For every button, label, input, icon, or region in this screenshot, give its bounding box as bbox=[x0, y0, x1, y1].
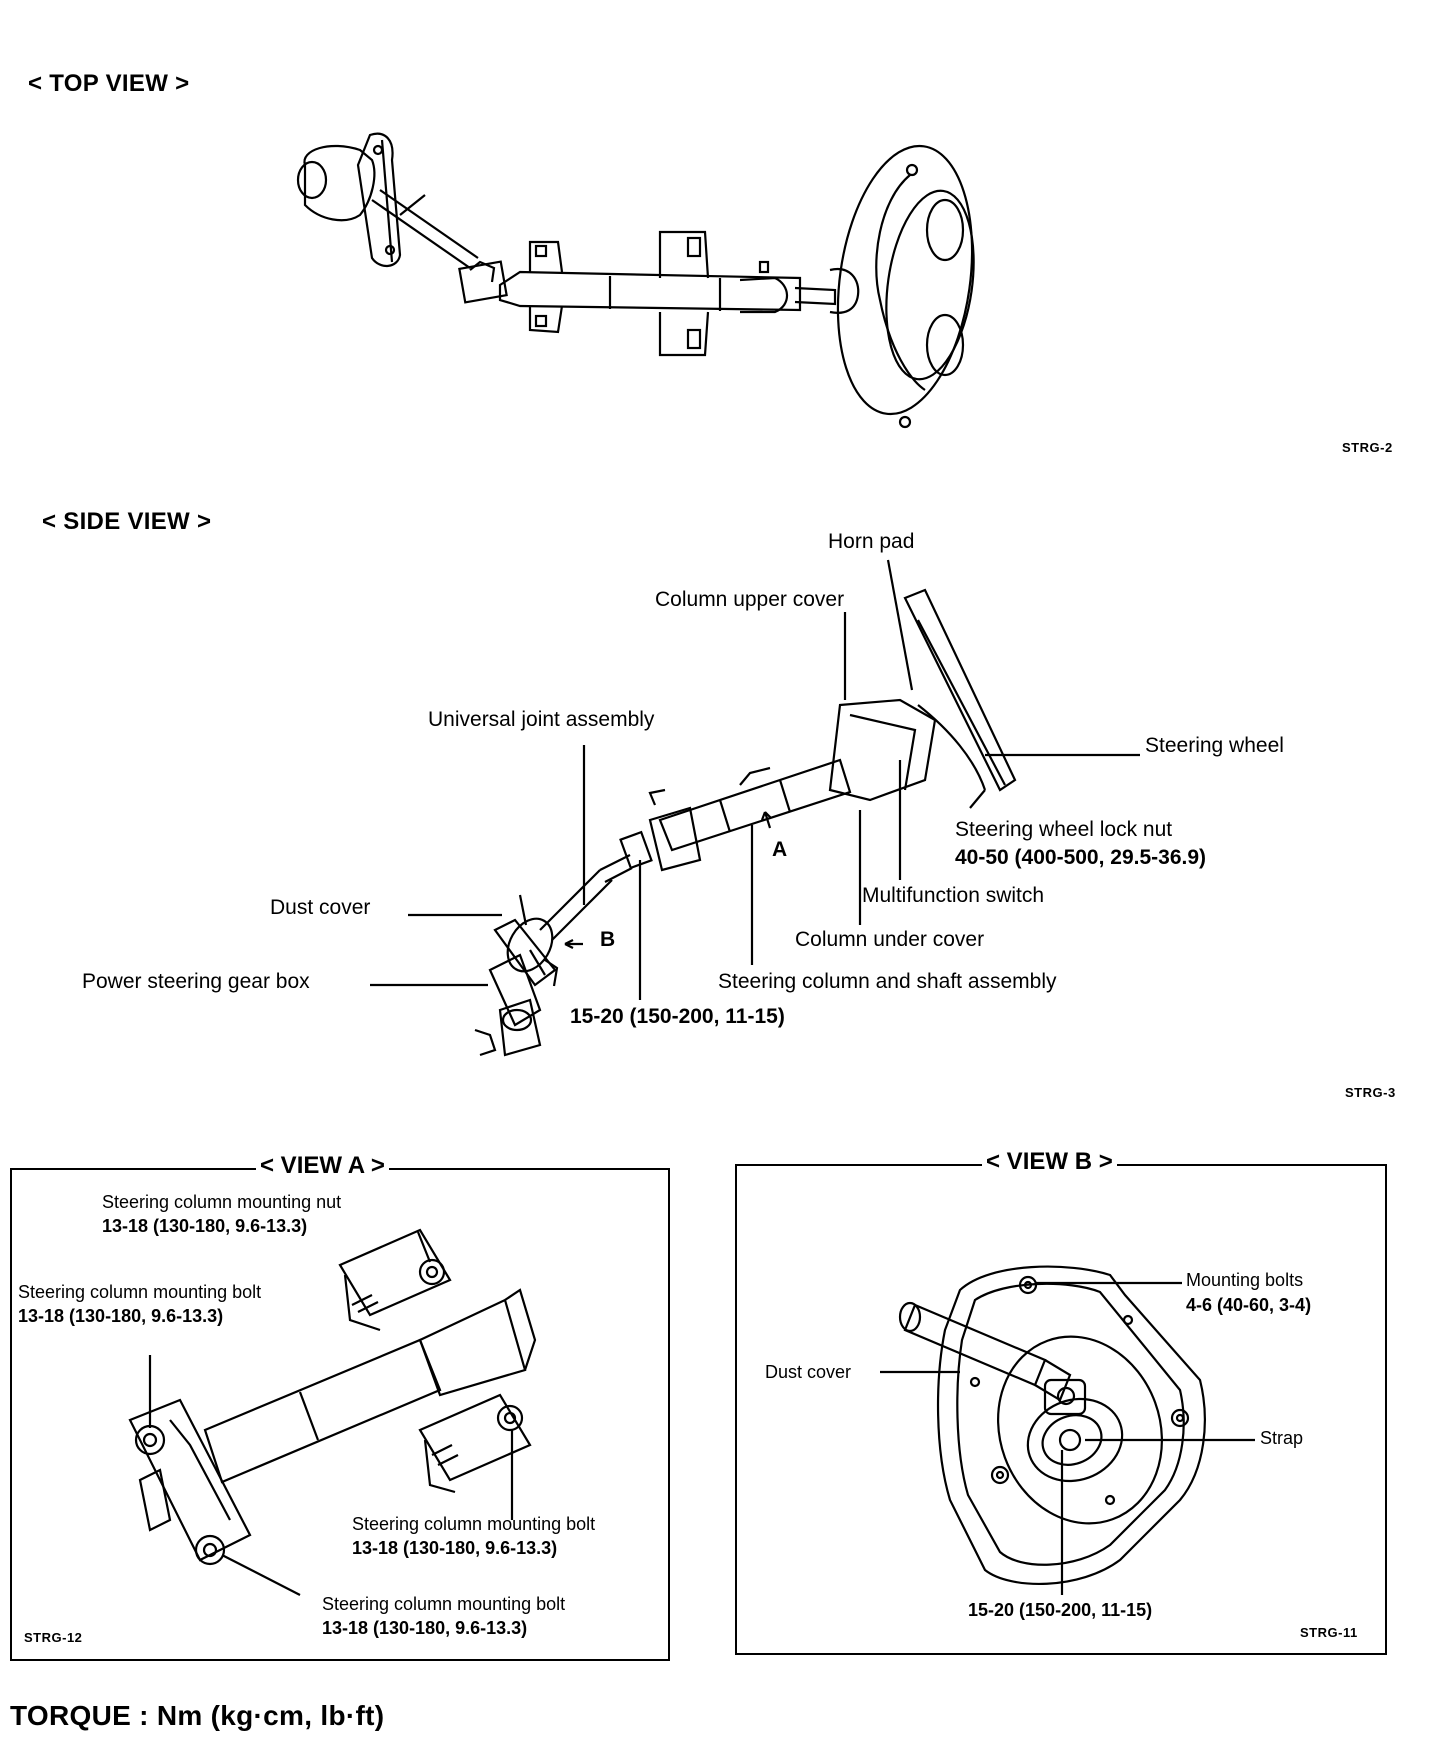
label-mount-bolt-left: Steering column mounting bolt bbox=[18, 1282, 262, 1302]
marker-a: A bbox=[772, 838, 788, 861]
side-view-code: STRG-3 bbox=[1345, 1085, 1396, 1100]
label-mount-bolt-left-torque: 13-18 (130-180, 9.6-13.3) bbox=[18, 1306, 224, 1326]
side-view-title: < SIDE VIEW > bbox=[42, 508, 212, 535]
view-a-code: STRG-12 bbox=[24, 1630, 83, 1645]
label-universal-joint: Universal joint assembly bbox=[428, 708, 655, 731]
label-dust-cover-side: Dust cover bbox=[270, 896, 371, 919]
side-view-illustration bbox=[370, 559, 1140, 1057]
view-a-title: < VIEW A > bbox=[256, 1152, 389, 1180]
label-lock-nut-torque: 40-50 (400-500, 29.5-36.9) bbox=[955, 846, 1207, 869]
label-horn-pad: Horn pad bbox=[828, 530, 915, 553]
label-strap: Strap bbox=[1260, 1428, 1304, 1448]
label-mount-nut: Steering column mounting nut bbox=[102, 1192, 342, 1212]
top-view-code: STRG-2 bbox=[1342, 440, 1393, 455]
label-mount-bolt-bottom: Steering column mounting bolt bbox=[322, 1594, 566, 1614]
label-mount-bolt-right-torque: 13-18 (130-180, 9.6-13.3) bbox=[352, 1538, 558, 1558]
top-view-title: < TOP VIEW > bbox=[28, 70, 190, 97]
label-column-under-cover: Column under cover bbox=[795, 928, 985, 951]
label-mount-bolt-right: Steering column mounting bolt bbox=[352, 1514, 596, 1534]
label-lock-nut: Steering wheel lock nut bbox=[955, 818, 1173, 841]
label-view-b-torque: 15-20 (150-200, 11-15) bbox=[968, 1600, 1153, 1620]
top-view-illustration bbox=[296, 132, 975, 429]
label-gear-box: Power steering gear box bbox=[82, 970, 310, 993]
label-multifunction-switch: Multifunction switch bbox=[862, 884, 1045, 907]
label-mount-bolt-bottom-torque: 13-18 (130-180, 9.6-13.3) bbox=[322, 1618, 528, 1638]
view-b-code: STRG-11 bbox=[1300, 1625, 1358, 1640]
label-joint-torque: 15-20 (150-200, 11-15) bbox=[570, 1005, 785, 1028]
torque-units-note: TORQUE : Nm (kg·cm, lb·ft) bbox=[10, 1700, 385, 1731]
label-column-upper-cover: Column upper cover bbox=[655, 588, 845, 611]
label-mounting-bolts-torque: 4-6 (40-60, 3-4) bbox=[1186, 1295, 1312, 1315]
label-column-shaft: Steering column and shaft assembly bbox=[718, 970, 1057, 993]
label-steering-wheel: Steering wheel bbox=[1145, 734, 1284, 757]
label-dust-cover-b: Dust cover bbox=[765, 1362, 852, 1382]
label-mounting-bolts: Mounting bolts bbox=[1186, 1270, 1304, 1290]
marker-b: B bbox=[600, 928, 616, 951]
label-mount-nut-torque: 13-18 (130-180, 9.6-13.3) bbox=[102, 1216, 308, 1236]
view-b-title: < VIEW B > bbox=[982, 1148, 1117, 1176]
